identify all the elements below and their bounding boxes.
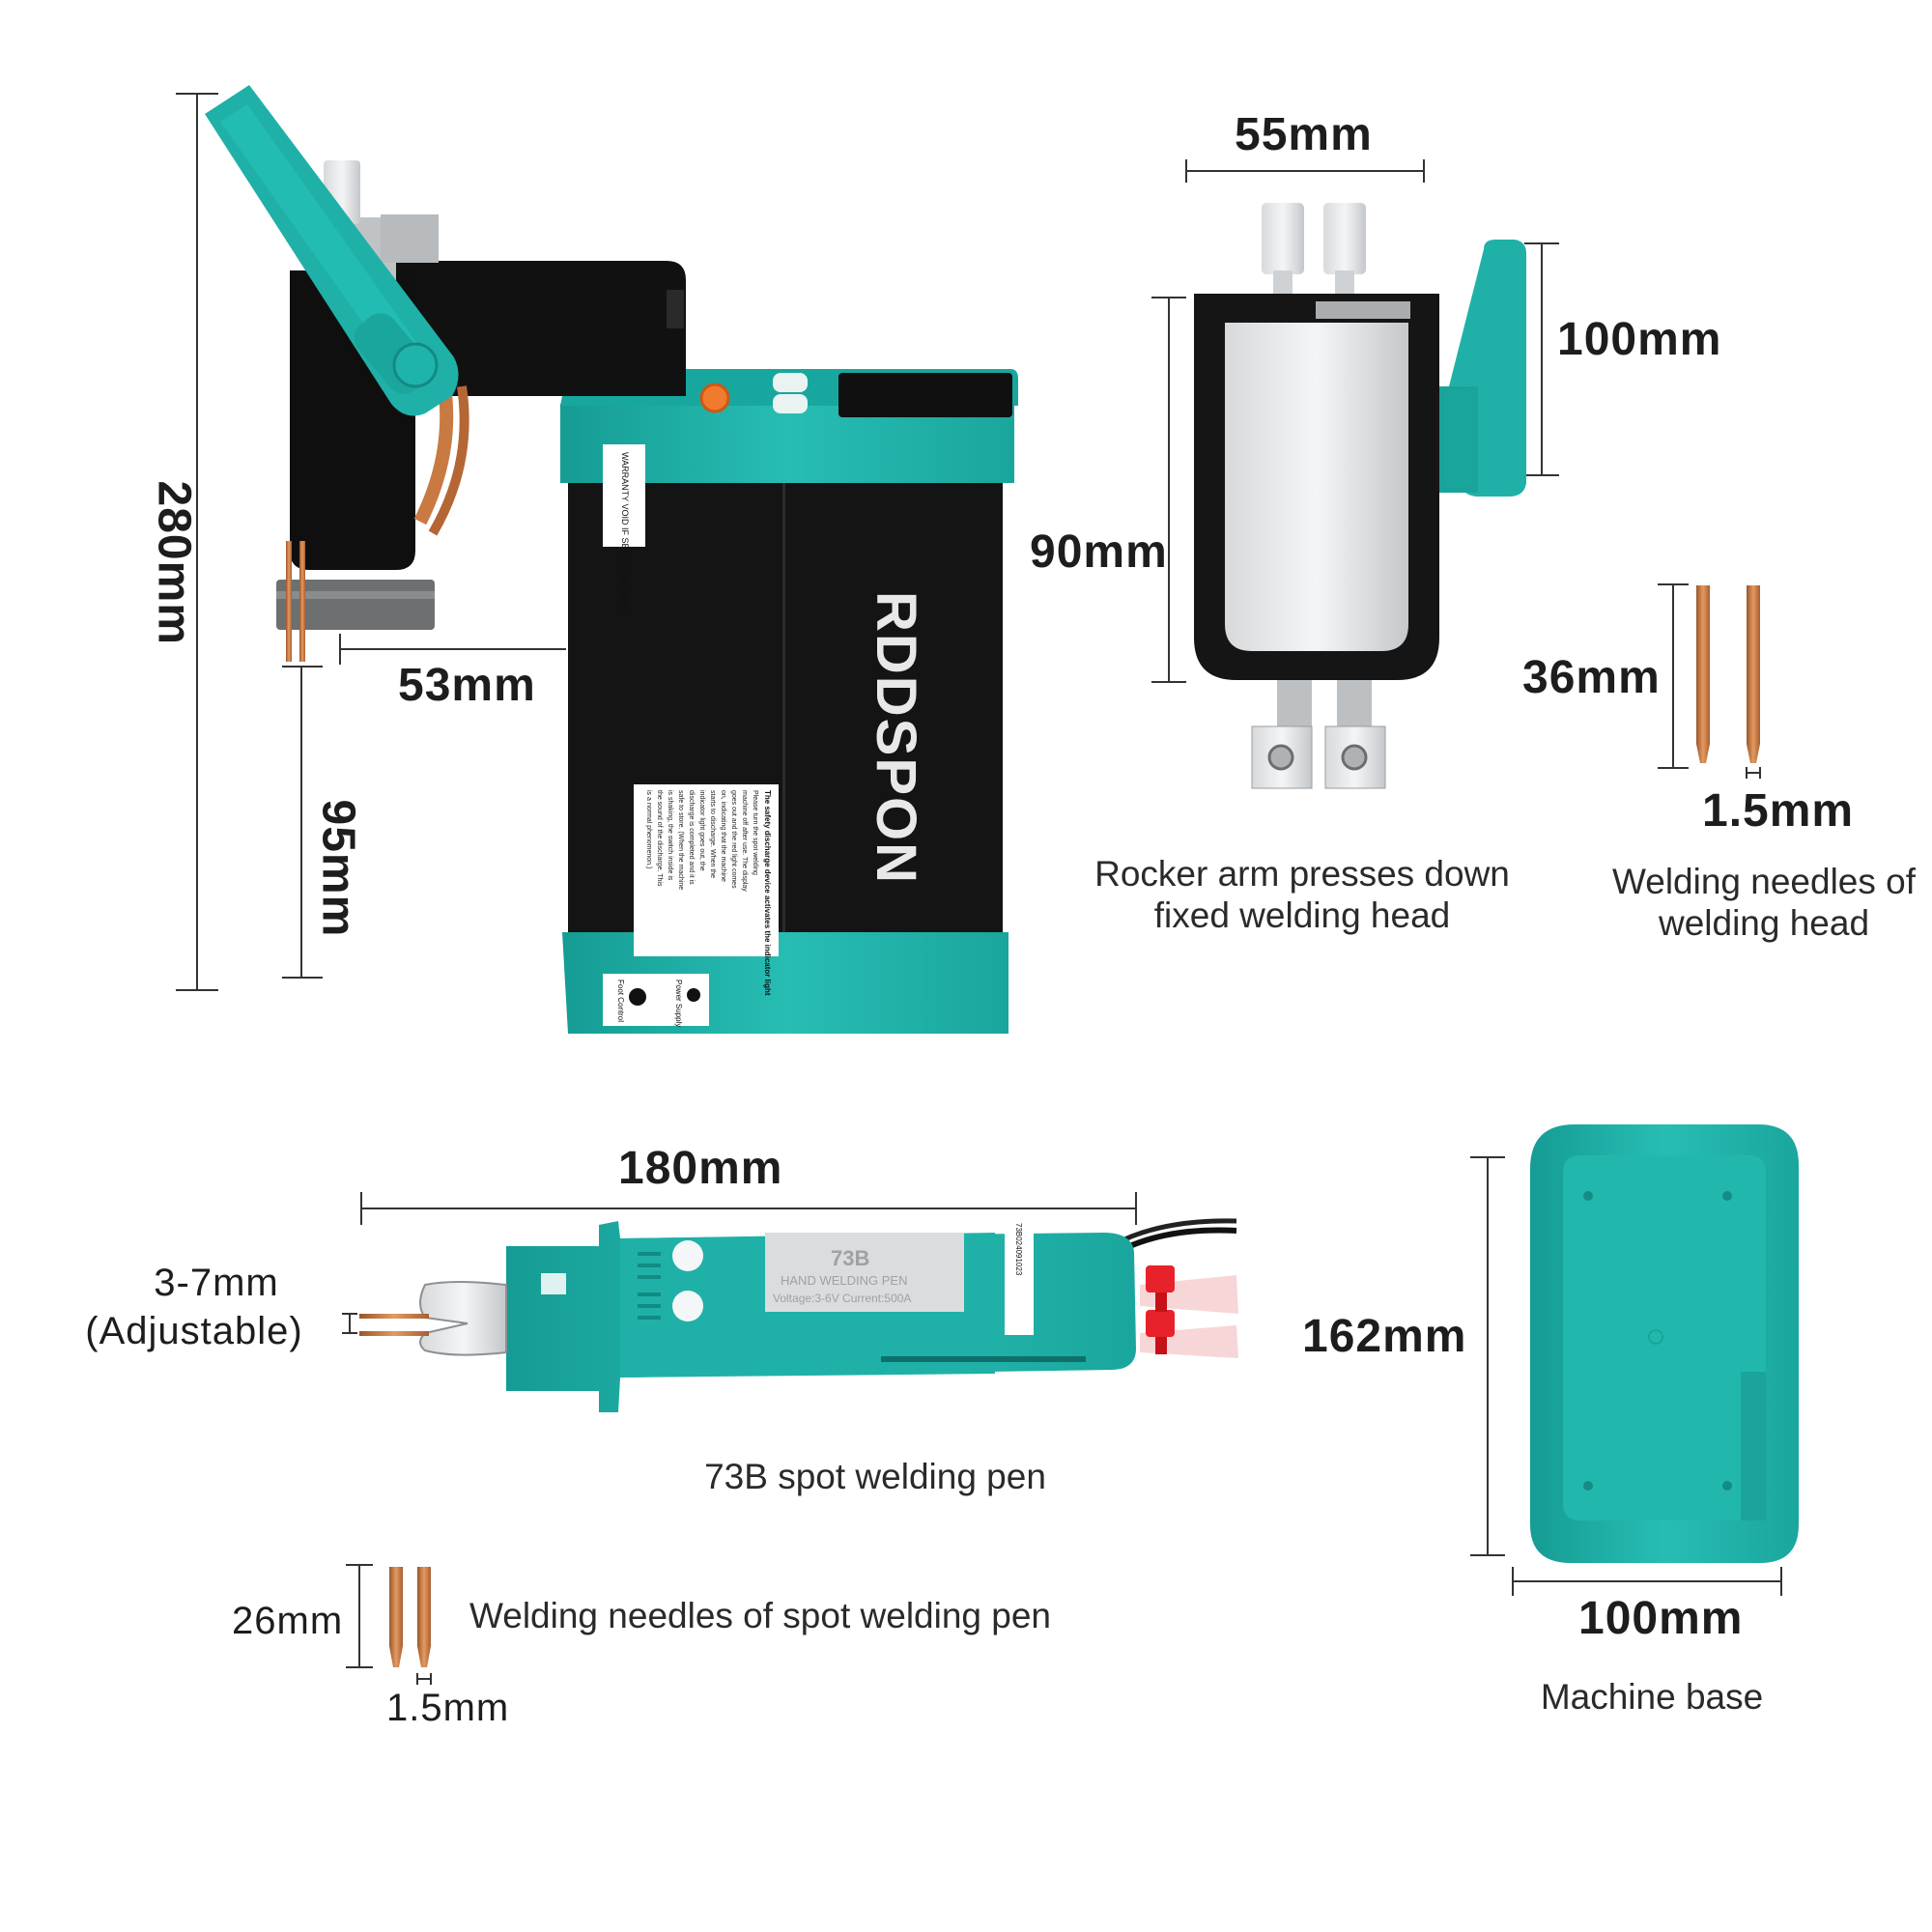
base-caption: Machine base: [1540, 1677, 1764, 1717]
head-needles: [1658, 583, 1761, 779]
head-needle-length-line: [1658, 583, 1689, 769]
barcode-number: 73SG24091023: [502, 353, 557, 361]
port-foot-label: Foot Control: [616, 980, 625, 1022]
head-body-dimension-line: [1151, 297, 1186, 683]
pen-length-dimension-line: [360, 1192, 1137, 1225]
head-body-height-label: 90mm: [1030, 526, 1168, 578]
base-cavity: [1563, 1155, 1766, 1520]
steel-plate: [1225, 323, 1408, 651]
head-needle: [1696, 585, 1710, 763]
notice-body: Please turn the spot weldingmachine off …: [645, 790, 758, 892]
pen-gap-label: 3-7mm: [154, 1262, 279, 1304]
notice-sticker-text: The safety discharge device activates th…: [645, 790, 772, 996]
base-height-label: 162mm: [1302, 1311, 1467, 1362]
warranty-text: WARRANTY VOID IF SEAL IS BROKEN: [620, 452, 630, 610]
warranty-sticker: [603, 444, 645, 547]
pen-needle-diameter-label: 1.5mm: [386, 1687, 510, 1729]
base-width-dimension-line: [1512, 1567, 1782, 1596]
pen-model-text: 73B: [831, 1246, 869, 1270]
base-width-label: 100mm: [1578, 1593, 1744, 1644]
control-button: [773, 394, 808, 413]
notice-sticker: [634, 784, 779, 956]
head-needle: [1747, 585, 1760, 763]
pen-nameplate: [765, 1233, 964, 1312]
connector-red: [1146, 1310, 1175, 1337]
pen-serial-text: 73B024091023: [1014, 1223, 1023, 1276]
machine-top-cap: [560, 404, 1014, 483]
pen-button: [672, 1240, 703, 1271]
pen-serial-sticker: [1005, 1219, 1034, 1335]
head-needle-length-label: 36mm: [1522, 652, 1661, 703]
adjust-knob-right: [1323, 203, 1366, 274]
welder-machine: RDDSPON WARRANTY VOID IF SEAL IS BROKEN …: [176, 85, 1018, 1034]
pen-gap-note: (Adjustable): [85, 1310, 303, 1352]
display-panel: [838, 373, 1012, 417]
machine-brand: RDDSPON: [865, 591, 927, 885]
power-knob: [699, 383, 730, 413]
head-needles-caption: Welding needles of welding head: [1611, 862, 1917, 943]
base-height-dimension-line: [1470, 1156, 1505, 1556]
pen-needle-length-line: [346, 1564, 373, 1668]
foot-control-port: [629, 988, 646, 1006]
welding-head: [1151, 159, 1559, 789]
adjust-knob-left: [1262, 203, 1304, 274]
pen-plate-line2: Voltage:3-6V Current:500A: [773, 1292, 911, 1305]
machine-arm-height-label: 95mm: [312, 799, 364, 938]
pen-needle-length-label: 26mm: [232, 1600, 344, 1642]
machine-offset-label: 53mm: [398, 660, 536, 711]
machine-base: [1470, 1124, 1799, 1596]
pen-button: [672, 1291, 703, 1321]
head-width-dimension-line: [1185, 159, 1425, 183]
port-power-label: Power Supply: [674, 980, 683, 1027]
control-button: [773, 373, 808, 392]
pen-plate-line1: HAND WELDING PEN: [781, 1273, 907, 1288]
pen-needle: [359, 1331, 429, 1336]
pen-gap-dimension-line: [342, 1313, 357, 1334]
offset-dimension-line: [339, 634, 566, 665]
pen-caption: 73B spot welding pen: [704, 1457, 1046, 1496]
machine-height-label: 280mm: [148, 480, 200, 645]
notice-title: The safety discharge device activates th…: [763, 790, 772, 996]
electrode-needle: [299, 541, 305, 662]
head-arm-height-label: 100mm: [1557, 314, 1722, 365]
head-caption: Rocker arm presses down fixed welding he…: [1094, 854, 1510, 935]
electrode-needle: [286, 541, 292, 662]
copper-cable: [413, 385, 454, 526]
pen-jaw: [419, 1281, 507, 1356]
pen-needles: [346, 1564, 432, 1685]
spot-welding-pen: 73B HAND WELDING PEN Voltage:3-6V Curren…: [342, 1192, 1238, 1412]
head-arm: [386, 261, 686, 396]
head-width-label: 55mm: [1235, 109, 1373, 160]
connector-red: [1146, 1265, 1175, 1293]
pen-length-label: 180mm: [618, 1143, 783, 1194]
head-needle-diameter-label: 1.5mm: [1702, 785, 1855, 837]
pen-needles-caption: Welding needles of spot welding pen: [469, 1596, 1052, 1635]
power-port: [687, 988, 700, 1002]
pen-needle: [359, 1314, 429, 1319]
pen-needle-spare: [417, 1567, 431, 1667]
pen-needle-spare: [389, 1567, 403, 1667]
head-arm-dimension-line: [1524, 242, 1559, 476]
height-dimension-line: [176, 93, 218, 991]
arm-height-dimension-line: [282, 666, 323, 979]
